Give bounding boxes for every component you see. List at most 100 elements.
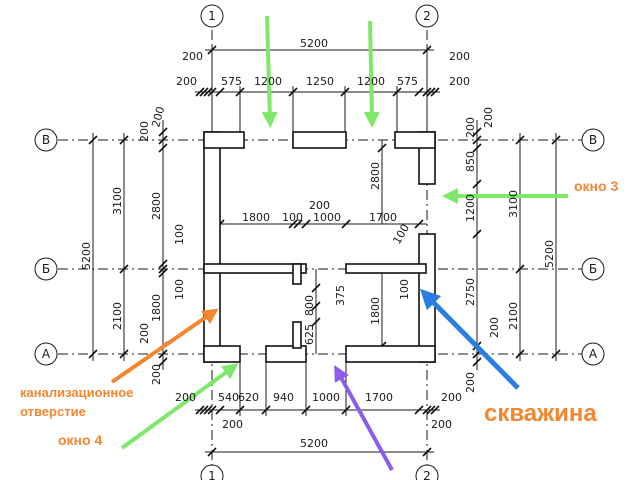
arrow-window-1 bbox=[261, 15, 278, 128]
dimension-tick bbox=[515, 349, 525, 359]
dimension-tick bbox=[472, 357, 482, 367]
dimension-tick bbox=[430, 405, 440, 415]
dimension-tick bbox=[472, 143, 482, 153]
axis-bubble-1-bottom: 1 bbox=[200, 464, 224, 480]
dimension-tick bbox=[288, 219, 298, 229]
svg-text:Б: Б bbox=[589, 262, 597, 276]
arrow-well bbox=[419, 288, 520, 390]
dim-left-2800: 2800 bbox=[150, 192, 163, 220]
dim-inner-1800: 1800 bbox=[242, 211, 270, 224]
axis-bubble-v-right: В bbox=[581, 128, 605, 152]
axis-bubble-2-bottom: 2 bbox=[415, 464, 439, 480]
dim-inner-1800: 1800 bbox=[369, 297, 382, 325]
dimension-tick bbox=[430, 87, 440, 97]
wall-bottom-right bbox=[345, 345, 436, 363]
dimension-tick bbox=[311, 301, 321, 311]
dim-bottom-chain-0: 200 bbox=[175, 391, 196, 404]
dimension-tick bbox=[472, 229, 482, 239]
dim-bottom-left-200: 200 bbox=[222, 418, 243, 431]
dimension-tick bbox=[195, 405, 205, 415]
dimension-tick bbox=[119, 264, 129, 274]
dim-right-small-0: 200 bbox=[482, 107, 495, 128]
sewer-hole-label-line1: канализационное bbox=[20, 385, 134, 400]
dimension-tick bbox=[301, 219, 311, 229]
axis-bubble-b-left: Б bbox=[34, 257, 58, 281]
svg-text:Б: Б bbox=[42, 262, 50, 276]
dim-inner-200: 200 bbox=[309, 199, 330, 212]
dim-inner-100-b: 100 bbox=[390, 222, 412, 247]
wall-top-left bbox=[203, 131, 245, 149]
dimension-texts: 5200 200 200 200 575 1200 1250 1200 575 … bbox=[80, 37, 556, 450]
dimension-tick bbox=[158, 127, 168, 137]
dimension-tick bbox=[158, 264, 168, 274]
dimension-tick bbox=[311, 317, 321, 327]
window3-label: окно 3 bbox=[574, 178, 619, 194]
wall-mid-right bbox=[345, 263, 427, 274]
dimension-ticks bbox=[88, 45, 561, 457]
dimension-tick bbox=[207, 447, 217, 457]
dim-left-small-1: 200 bbox=[149, 105, 167, 129]
dimension-tick bbox=[119, 349, 129, 359]
dim-inner-625: 625 bbox=[303, 324, 316, 345]
window4-label: окно 4 bbox=[58, 432, 103, 448]
dimension-tick bbox=[199, 87, 209, 97]
dim-bottom-chain-1: 540 bbox=[218, 391, 239, 404]
dim-right-200-bottom: 200 bbox=[464, 372, 477, 393]
dimension-tick bbox=[472, 179, 482, 189]
dim-inner-1000: 1000 bbox=[313, 211, 341, 224]
foundation-walls bbox=[203, 131, 436, 363]
wall-left bbox=[203, 131, 221, 363]
dim-bottom-chain-4: 1000 bbox=[312, 391, 340, 404]
dimension-tick bbox=[195, 87, 205, 97]
dimension-tick bbox=[422, 87, 432, 97]
dim-left-2100: 2100 bbox=[111, 302, 124, 330]
svg-text:1: 1 bbox=[208, 9, 216, 23]
dim-inner-1700: 1700 bbox=[369, 211, 397, 224]
wall-top-right bbox=[394, 131, 436, 149]
dimension-tick bbox=[215, 405, 225, 415]
dim-bottom-chain-6: 200 bbox=[441, 391, 462, 404]
svg-text:2: 2 bbox=[423, 9, 431, 23]
dim-right-850: 850 bbox=[464, 151, 477, 172]
dimension-tick bbox=[472, 135, 482, 145]
svg-text:2: 2 bbox=[423, 469, 431, 480]
dim-right-200-top: 200 bbox=[464, 117, 477, 138]
dim-bottom-chain-2: 620 bbox=[238, 391, 259, 404]
axis-bubble-a-left: А bbox=[34, 342, 58, 366]
svg-text:А: А bbox=[589, 347, 598, 361]
dimension-tick bbox=[392, 87, 402, 97]
dimension-tick bbox=[311, 283, 321, 293]
well-label: скважина bbox=[484, 400, 597, 427]
wall-bottom-middle bbox=[265, 345, 307, 363]
dim-inner-100: 100 bbox=[282, 211, 303, 224]
dimension-tick bbox=[158, 143, 168, 153]
sewer-hole-label-line2: отверстие bbox=[20, 404, 86, 419]
dim-bottom-chain-3: 940 bbox=[273, 391, 294, 404]
dimension-tick bbox=[426, 87, 436, 97]
dimension-tick bbox=[414, 219, 424, 229]
dim-top-left-200: 200 bbox=[182, 50, 203, 63]
dimension-tick bbox=[261, 405, 271, 415]
dimension-tick bbox=[340, 87, 350, 97]
dimension-tick bbox=[158, 349, 168, 359]
dimension-tick bbox=[207, 45, 217, 55]
dimension-tick bbox=[422, 45, 432, 55]
dimension-tick bbox=[414, 87, 424, 97]
dimension-tick bbox=[301, 405, 311, 415]
dimension-tick bbox=[426, 405, 436, 415]
dimension-tick bbox=[377, 143, 387, 153]
dimension-tick bbox=[158, 135, 168, 145]
axis-bubble-v-left: В bbox=[34, 128, 58, 152]
dimension-tick bbox=[207, 87, 217, 97]
dim-top-chain-0: 200 bbox=[176, 75, 197, 88]
dimension-tick bbox=[158, 357, 168, 367]
dimension-tick bbox=[515, 135, 525, 145]
dim-left-small-0: 200 bbox=[138, 121, 151, 142]
wall-top-middle bbox=[292, 131, 347, 149]
dimension-tick bbox=[119, 135, 129, 145]
svg-text:В: В bbox=[42, 133, 50, 147]
dimension-tick bbox=[203, 405, 213, 415]
arrow-window-2 bbox=[363, 20, 380, 128]
axis-bubble-b-right: Б bbox=[581, 257, 605, 281]
dim-right-3100: 3100 bbox=[507, 190, 520, 218]
